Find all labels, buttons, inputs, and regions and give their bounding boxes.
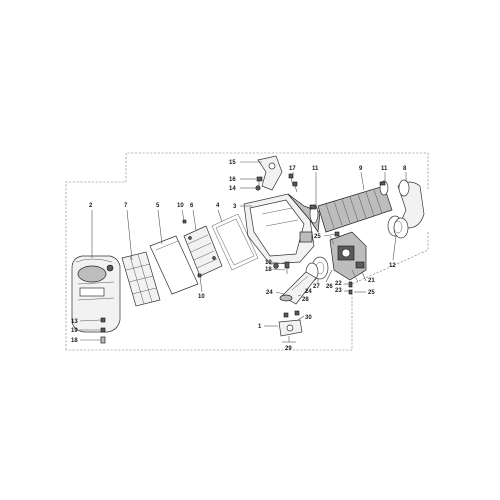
callout-18-airbox: 18 (265, 267, 272, 273)
hose-clamp-right (379, 180, 389, 196)
callout-13: 13 (71, 319, 78, 325)
callout-26: 26 (326, 284, 333, 290)
callout-24-right: 24 (305, 289, 312, 295)
callout-23: 23 (335, 288, 342, 294)
callout-17: 17 (289, 166, 296, 172)
callout-25-bottom: 25 (368, 290, 375, 296)
flange-plate (278, 319, 303, 337)
callout-28: 28 (302, 297, 309, 303)
callout-12: 12 (389, 263, 396, 269)
callout-6: 6 (190, 203, 194, 209)
perforated-plate (183, 225, 223, 277)
callout-10-top: 10 (177, 203, 184, 209)
callout-27: 27 (313, 284, 320, 290)
callout-18-cover: 18 (71, 338, 78, 344)
clips-10 (182, 219, 202, 278)
cover-fasteners (100, 317, 106, 344)
callout-labels: 1 2 3 4 5 6 7 8 9 10 10 11 11 12 13 14 1… (71, 160, 407, 352)
callout-11-left: 11 (312, 166, 319, 172)
hose-clamp-left (309, 204, 319, 224)
callout-14: 14 (229, 186, 236, 192)
callout-29: 29 (285, 346, 292, 352)
callout-9: 9 (359, 166, 363, 172)
air-box-body (243, 193, 321, 269)
carb-jets (348, 281, 353, 295)
callout-7: 7 (124, 203, 128, 209)
callout-3: 3 (233, 204, 237, 210)
callout-15: 15 (229, 160, 236, 166)
bracket-screws (255, 176, 263, 191)
callout-16: 16 (229, 177, 236, 183)
callout-11-right: 11 (381, 166, 388, 172)
callout-30: 30 (305, 315, 312, 321)
callout-5: 5 (156, 203, 160, 209)
intake-manifold (279, 271, 317, 305)
screws-18-19 (284, 261, 290, 274)
callout-19-airbox: 19 (265, 260, 272, 266)
assembly-boundary (65, 152, 429, 351)
connector-rings (387, 215, 409, 239)
callout-1: 1 (258, 324, 262, 330)
studs-29 (283, 310, 300, 318)
carburettor (329, 231, 367, 283)
mounting-bracket (257, 155, 283, 191)
callout-25-top: 25 (314, 234, 321, 240)
callout-10-bottom: 10 (198, 294, 205, 300)
callout-2: 2 (89, 203, 93, 209)
callout-19-cover: 19 (71, 328, 78, 334)
callout-4: 4 (216, 203, 220, 209)
intake-bellows (317, 185, 393, 233)
filter-grid (121, 251, 161, 307)
callout-8: 8 (403, 166, 407, 172)
gasket (211, 213, 259, 271)
leader-lines (79, 161, 407, 343)
screws-17 (288, 173, 298, 193)
callout-22: 22 (335, 281, 342, 287)
callout-24-left: 24 (266, 290, 273, 296)
filter-element (149, 235, 199, 295)
intake-elbow (397, 179, 425, 229)
air-filter-cover (71, 255, 121, 333)
callout-21: 21 (368, 278, 375, 284)
